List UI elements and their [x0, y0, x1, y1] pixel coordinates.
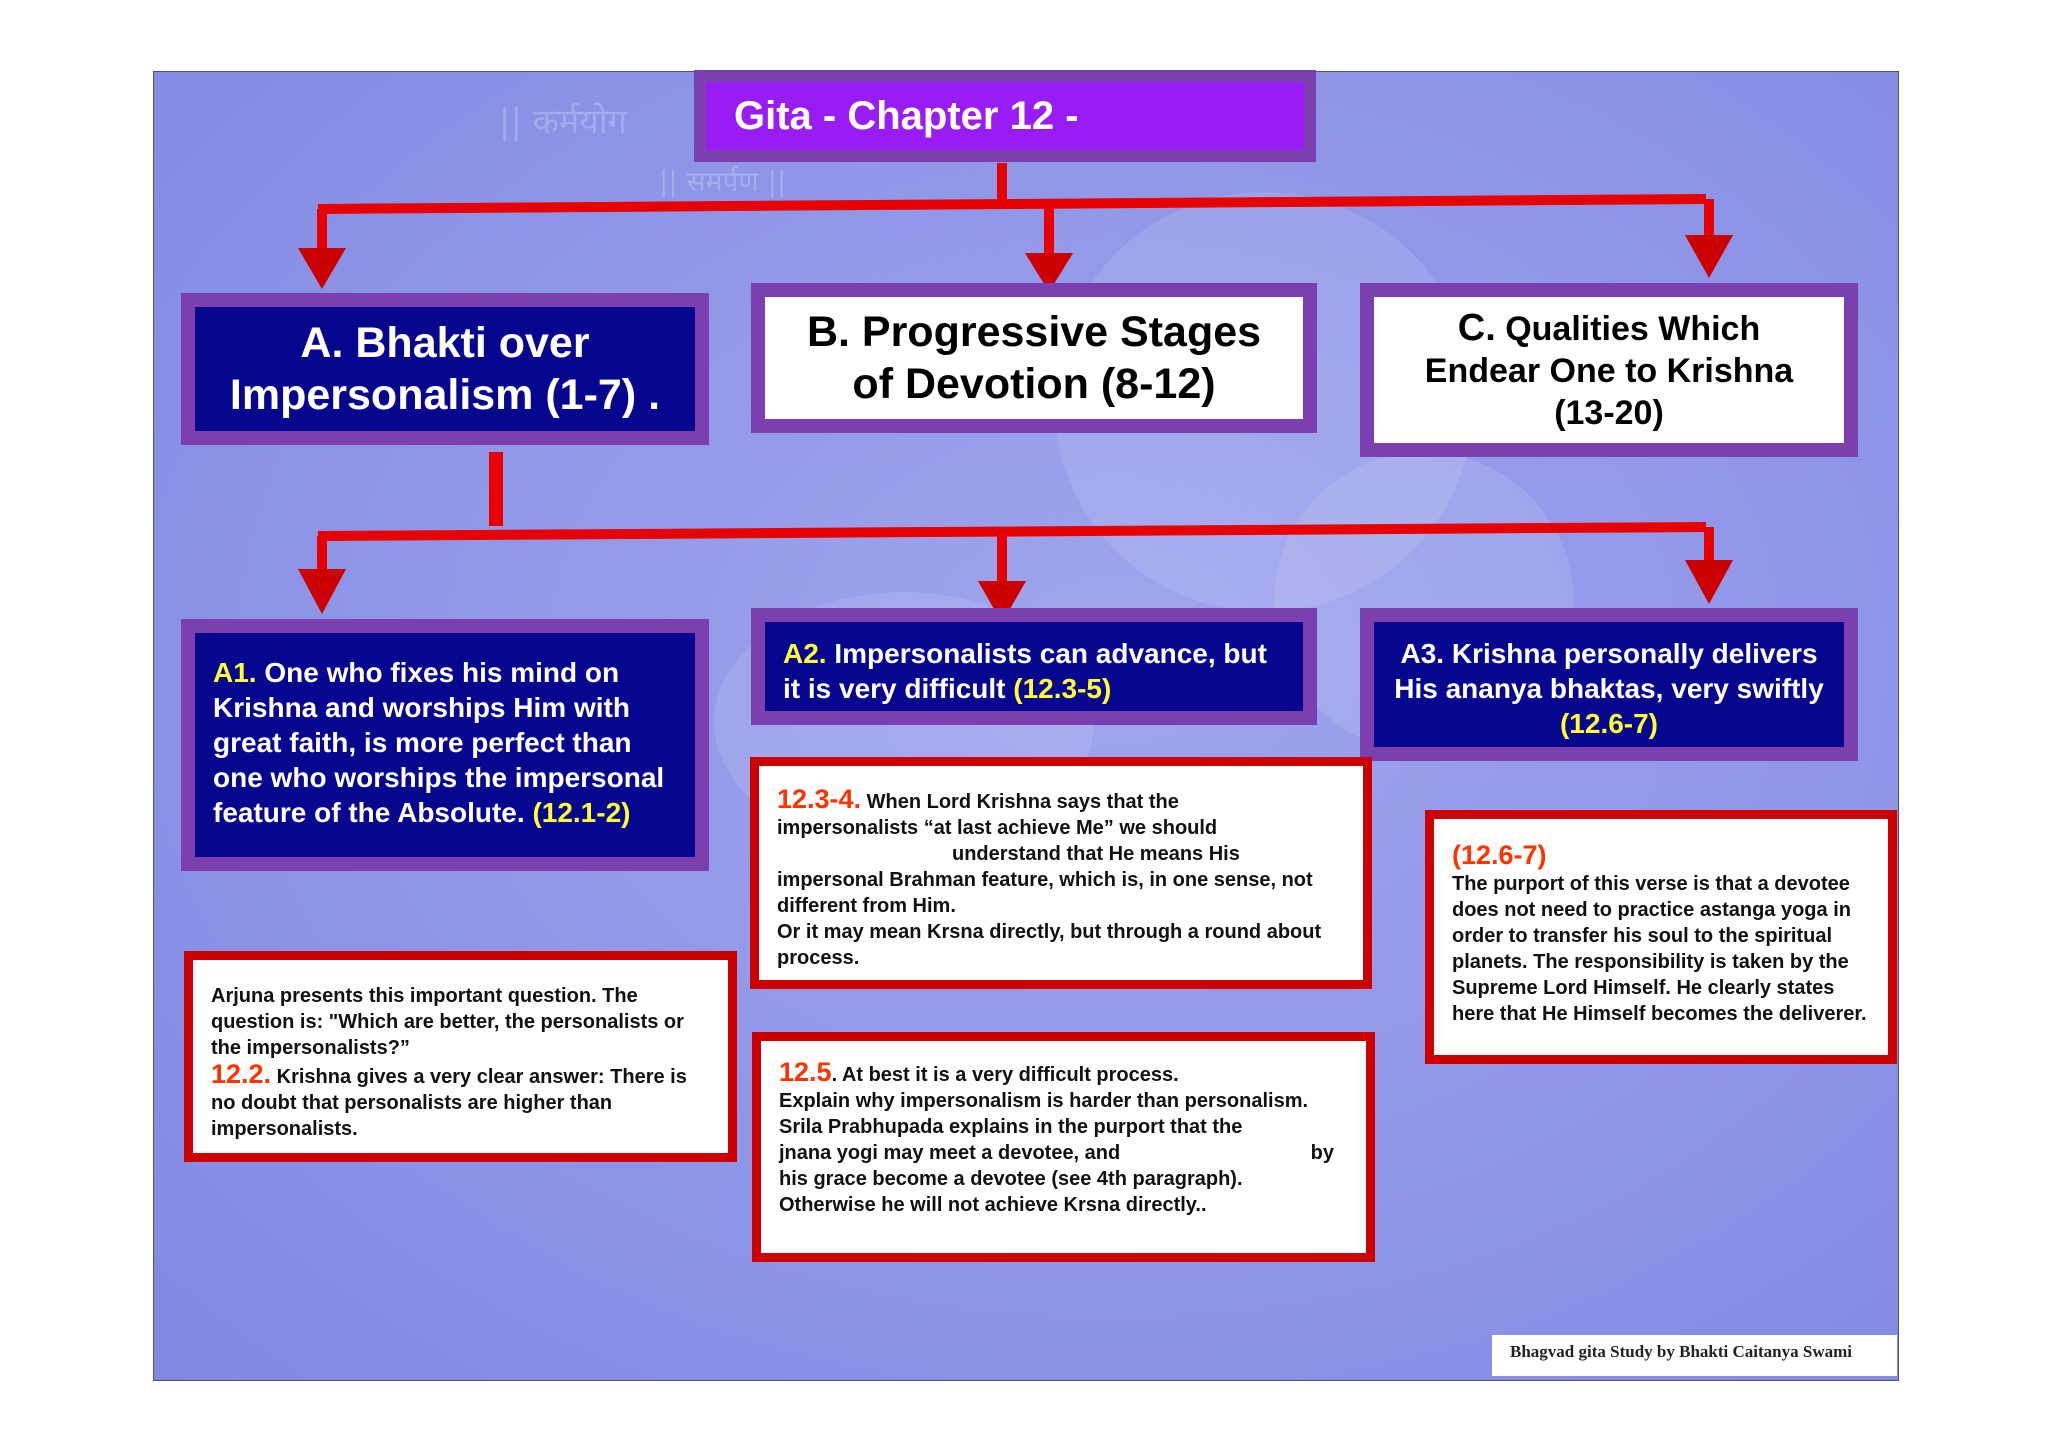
- section-c-box: C. Qualities Which Endear One to Krishna…: [1360, 283, 1858, 457]
- arrow-head-a: [298, 248, 346, 289]
- note-12-5-line5: his grace become a devotee (see 4th para…: [779, 1168, 1243, 1190]
- section-b-letter: B.: [806, 308, 850, 356]
- subsection-a1-label: A1.: [213, 657, 257, 688]
- note-12-2-verse: 12.2.: [211, 1059, 272, 1089]
- section-a-line1: A. Bhakti over: [300, 317, 589, 369]
- arrow-head-a3: [1685, 560, 1733, 604]
- section-c-line3: (13-20): [1554, 393, 1664, 432]
- arrow-head-c: [1685, 235, 1733, 278]
- note-12-6-verse: (12.6-7): [1452, 840, 1547, 870]
- note-12-5-line2: Explain why impersonalism is harder than…: [779, 1090, 1309, 1112]
- arrow-head-a1: [298, 569, 346, 614]
- note-12-6-text: The purport of this verse is that a devo…: [1452, 873, 1867, 1025]
- subsection-a2-ref: (12.3-5): [1013, 673, 1112, 704]
- section-c-line2: Endear One to Krishna: [1424, 351, 1794, 390]
- section-a-box: A. Bhakti over Impersonalism (1-7) .: [181, 293, 709, 445]
- note-12-5-verse: 12.5: [779, 1057, 832, 1087]
- subsection-a3-box: A3. Krishna personally delivers His anan…: [1360, 608, 1858, 761]
- note-12-5-box: 12.5. At best it is a very difficult pro…: [752, 1032, 1375, 1262]
- connector-line: [317, 522, 1707, 541]
- note-12-1-text: Arjuna presents this important question.…: [211, 985, 684, 1059]
- footer-credit: Bhagvad gita Study by Bhakti Caitanya Sw…: [1492, 1335, 1897, 1376]
- section-b-line1: B. Progressive Stages: [807, 306, 1261, 358]
- note-12-2-text: Krishna gives a very clear answer: There…: [211, 1066, 687, 1140]
- note-12-5-line6: Otherwise he will not achieve Krsna dire…: [779, 1194, 1207, 1216]
- subsection-a2-box: A2. Impersonalists can advance, but it i…: [751, 608, 1317, 725]
- subsection-a3-text: A3. Krishna personally delivers His anan…: [1394, 638, 1824, 704]
- section-b-line2: of Devotion (8-12): [852, 360, 1216, 408]
- section-c-text: Qualities Which: [1505, 309, 1761, 348]
- section-a-letter: A.: [300, 319, 344, 367]
- section-a-line2: Impersonalism (1-7) .: [229, 371, 661, 419]
- subsection-a2-label: A2.: [783, 638, 827, 669]
- arrow-head-a2: [978, 581, 1026, 623]
- note-12-5-line3: Srila Prabhupada explains in the purport…: [779, 1116, 1243, 1138]
- note-12-3-line5: Or it may mean Krsna directly, but throu…: [777, 921, 1322, 969]
- note-12-1-box: Arjuna presents this important question.…: [184, 951, 737, 1162]
- note-12-3-line1: When Lord Krishna says that the: [866, 791, 1179, 813]
- note-12-3-box: 12.3-4. When Lord Krishna says that the …: [750, 757, 1372, 989]
- note-12-3-line4: impersonal Brahman feature, which is, in…: [777, 869, 1313, 917]
- note-12-5-line4: jnana yogi may meet a devotee, and: [779, 1142, 1121, 1164]
- note-12-3-line3: understand that He means His: [952, 843, 1240, 865]
- section-a-text: Bhakti over: [355, 319, 590, 367]
- section-c-letter: C.: [1457, 306, 1496, 349]
- note-12-5-line4-by: by: [1310, 1142, 1334, 1164]
- subsection-a3-ref: (12.6-7): [1559, 708, 1659, 739]
- background-sanskrit-text-2: || समर्पण ||: [659, 165, 787, 198]
- subsection-a2-text: Impersonalists can advance, but it is ve…: [783, 638, 1267, 704]
- arrow-head-b: [1025, 253, 1073, 292]
- background-sanskrit-text-1: || कर्मयोग: [499, 102, 627, 142]
- note-12-6-box: (12.6-7) The purport of this verse is th…: [1425, 810, 1897, 1064]
- connector-line: [317, 194, 1707, 214]
- chapter-title-box: Gita - Chapter 12 -: [694, 70, 1316, 162]
- note-12-3-verse: 12.3-4.: [777, 784, 862, 814]
- subsection-a1-box: A1. One who fixes his mind on Krishna an…: [181, 619, 709, 871]
- section-c-line1: C. Qualities Which: [1458, 307, 1761, 350]
- note-12-3-line2: impersonalists “at last achieve Me” we s…: [777, 817, 1218, 839]
- subsection-a1-ref: (12.1-2): [532, 797, 631, 828]
- subsection-a1-text: One who fixes his mind on Krishna and wo…: [213, 657, 665, 828]
- page-title: Gita - Chapter 12 -: [706, 82, 1304, 150]
- section-b-text: Progressive Stages: [861, 308, 1262, 356]
- note-12-5-line1: . At best it is a very difficult process…: [831, 1064, 1179, 1086]
- section-b-box: B. Progressive Stages of Devotion (8-12): [751, 283, 1317, 433]
